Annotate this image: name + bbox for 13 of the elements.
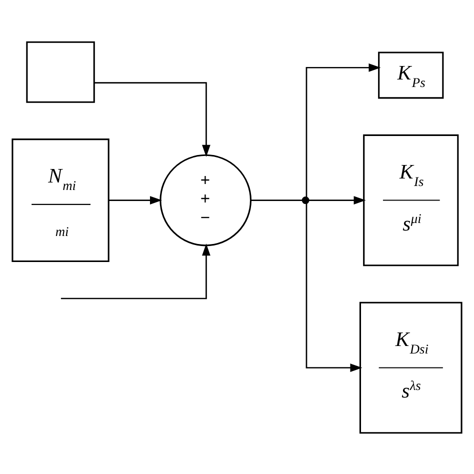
node-box: K$_{Dsi}$ s$^{λs}$	[359, 301, 462, 434]
arrow	[306, 62, 381, 196]
arrow	[60, 243, 210, 299]
arrow	[306, 202, 362, 372]
arrow	[308, 196, 366, 204]
node-box: K$_{Ps}$	[378, 51, 444, 98]
connector	[251, 199, 302, 200]
node-circle: + + −	[160, 154, 252, 246]
arrow	[94, 82, 210, 156]
node-box	[26, 40, 95, 102]
node-circle	[302, 196, 310, 204]
node-box: K$_{Is}$ s$^{μi}$	[363, 134, 459, 266]
arrow	[108, 196, 162, 204]
